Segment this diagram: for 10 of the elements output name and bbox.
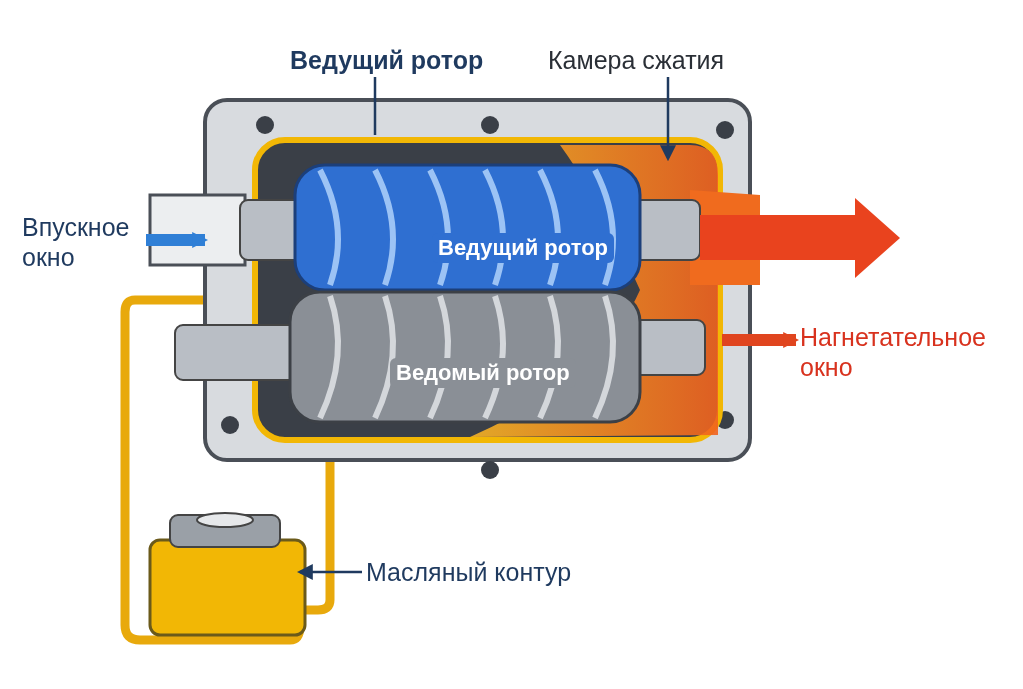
leader-line bbox=[660, 77, 676, 162]
arrow bbox=[722, 332, 800, 348]
callout-label: Камера сжатия bbox=[548, 45, 758, 75]
arrow bbox=[146, 232, 209, 248]
callout-label: Впускное окно bbox=[22, 212, 142, 272]
callout-label: Масляный контур bbox=[366, 557, 626, 587]
leader-line bbox=[373, 77, 377, 135]
callout-label: Ведущий ротор bbox=[290, 45, 500, 75]
callout-label: Нагнетательное окно bbox=[800, 322, 1000, 382]
leader-line bbox=[296, 564, 362, 580]
